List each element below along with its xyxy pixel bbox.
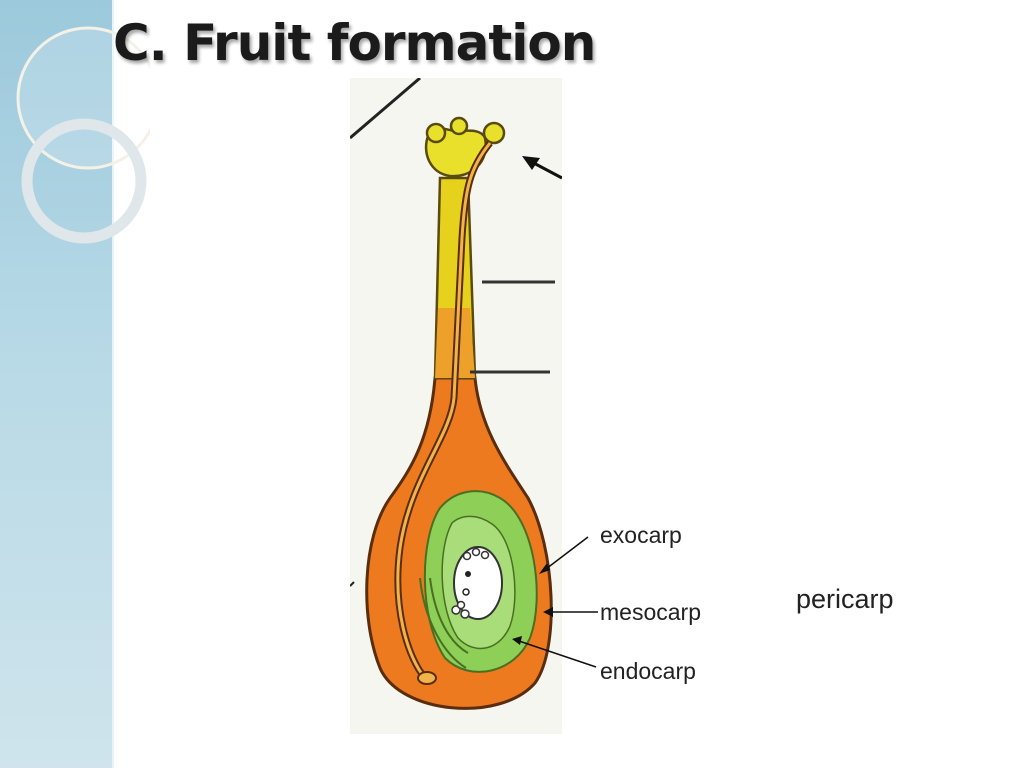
pollen-grain-1 [425,122,447,144]
egg-nucleus-2 [471,547,481,557]
embryo-sac [453,546,503,620]
stigma-pointer-arrowhead [522,156,540,170]
polar-nucleus-1 [465,571,471,577]
endocarp-label: endocarp [600,658,696,684]
integument-fold-2 [419,577,467,669]
pollen-grain-3 [482,121,506,145]
pollen-tube-core [396,142,492,679]
side-panel-edge [112,0,114,768]
polar-nucleus-2 [462,588,470,596]
pistil-diagram [350,78,562,734]
egg-nucleus-3 [480,550,490,560]
decorative-circles [16,26,150,244]
decorative-ring-small [21,118,147,244]
integument-fold-1 [429,577,469,654]
slide-title: C. Fruit formation [113,14,596,72]
pistil-illustration [350,78,562,710]
antipodal-3 [456,600,466,610]
top-pointer-line [350,78,421,140]
mesocarp-label: mesocarp [600,599,701,625]
antipodal-2 [460,609,470,619]
left-edge-tick [350,581,355,587]
exocarp-label: exocarp [600,522,682,548]
pericarp-label: pericarp [796,584,894,614]
pollen-tube-tip [417,671,437,685]
egg-nucleus-1 [462,551,472,561]
pollen-grain-2 [449,116,469,136]
